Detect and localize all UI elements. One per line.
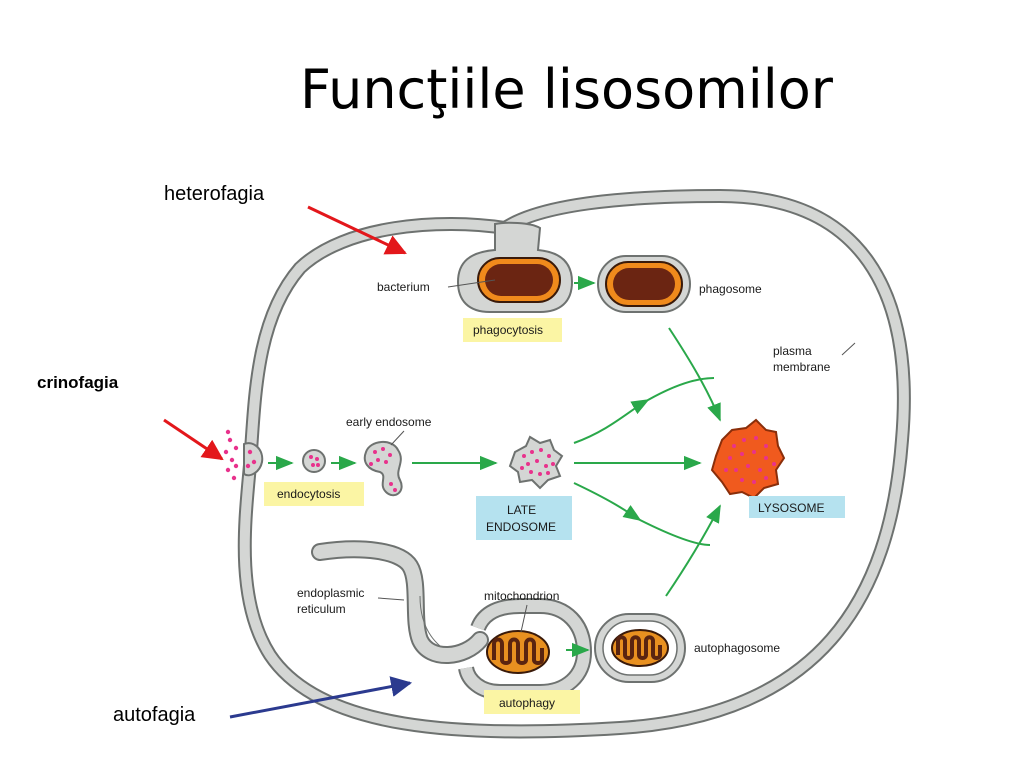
bacterium-label: bacterium bbox=[377, 280, 430, 294]
arrow-late-to-upper bbox=[573, 399, 650, 444]
endocytic-vesicle bbox=[302, 449, 326, 473]
arrow-phagosome-to-lysosome bbox=[668, 327, 721, 422]
er-label-1: endoplasmic bbox=[297, 586, 364, 600]
late-endosome-box bbox=[476, 496, 572, 540]
phagosome bbox=[597, 255, 691, 313]
autophagosome-label: autophagosome bbox=[694, 641, 780, 655]
late-endosome-label-2: ENDOSOME bbox=[486, 520, 556, 534]
autofagia-label: autofagia bbox=[113, 704, 196, 726]
endoplasmic-reticulum bbox=[311, 540, 489, 664]
phagosome-label: phagosome bbox=[699, 282, 762, 296]
early-endosome-label: early endosome bbox=[346, 415, 432, 429]
heterofagia-arrow bbox=[307, 205, 407, 255]
late-endosome bbox=[508, 435, 564, 490]
autophagosome bbox=[594, 613, 686, 683]
lysosome-label: LYSOSOME bbox=[758, 501, 824, 515]
heterofagia-label: heterofagia bbox=[164, 183, 265, 205]
lysosome bbox=[710, 418, 786, 500]
mitochondrion-label: mitochondrion bbox=[484, 589, 559, 603]
crinofagia-arrow bbox=[163, 418, 224, 461]
phagocytosis-label: phagocytosis bbox=[473, 323, 543, 337]
autofagia-arrow bbox=[229, 676, 413, 719]
late-endosome-label-1: LATE bbox=[507, 503, 536, 517]
plasma-membrane-label-1: plasma bbox=[773, 344, 812, 358]
lysosome-box bbox=[749, 496, 845, 518]
slide-title: Funcţiile lisosomilor bbox=[300, 58, 834, 121]
endocytosis-label: endocytosis bbox=[277, 487, 340, 501]
autophagy-label: autophagy bbox=[499, 696, 555, 710]
bacterium-icon bbox=[485, 264, 553, 296]
phagocytosis-box bbox=[463, 318, 562, 342]
endocytosis-box bbox=[264, 482, 364, 506]
plasma-membrane-label-2: membrane bbox=[773, 360, 831, 374]
early-endosome bbox=[363, 441, 403, 497]
arrow-autophagosome-to-lysosome bbox=[665, 504, 721, 597]
endocytosis-bud bbox=[223, 429, 264, 481]
er-label-2: reticulum bbox=[297, 602, 346, 616]
phagocytosis-invagination bbox=[456, 221, 574, 313]
autophagy-box bbox=[484, 690, 580, 714]
crinofagia-label: crinofagia bbox=[37, 373, 119, 392]
arrow-late-to-lower bbox=[573, 482, 642, 521]
